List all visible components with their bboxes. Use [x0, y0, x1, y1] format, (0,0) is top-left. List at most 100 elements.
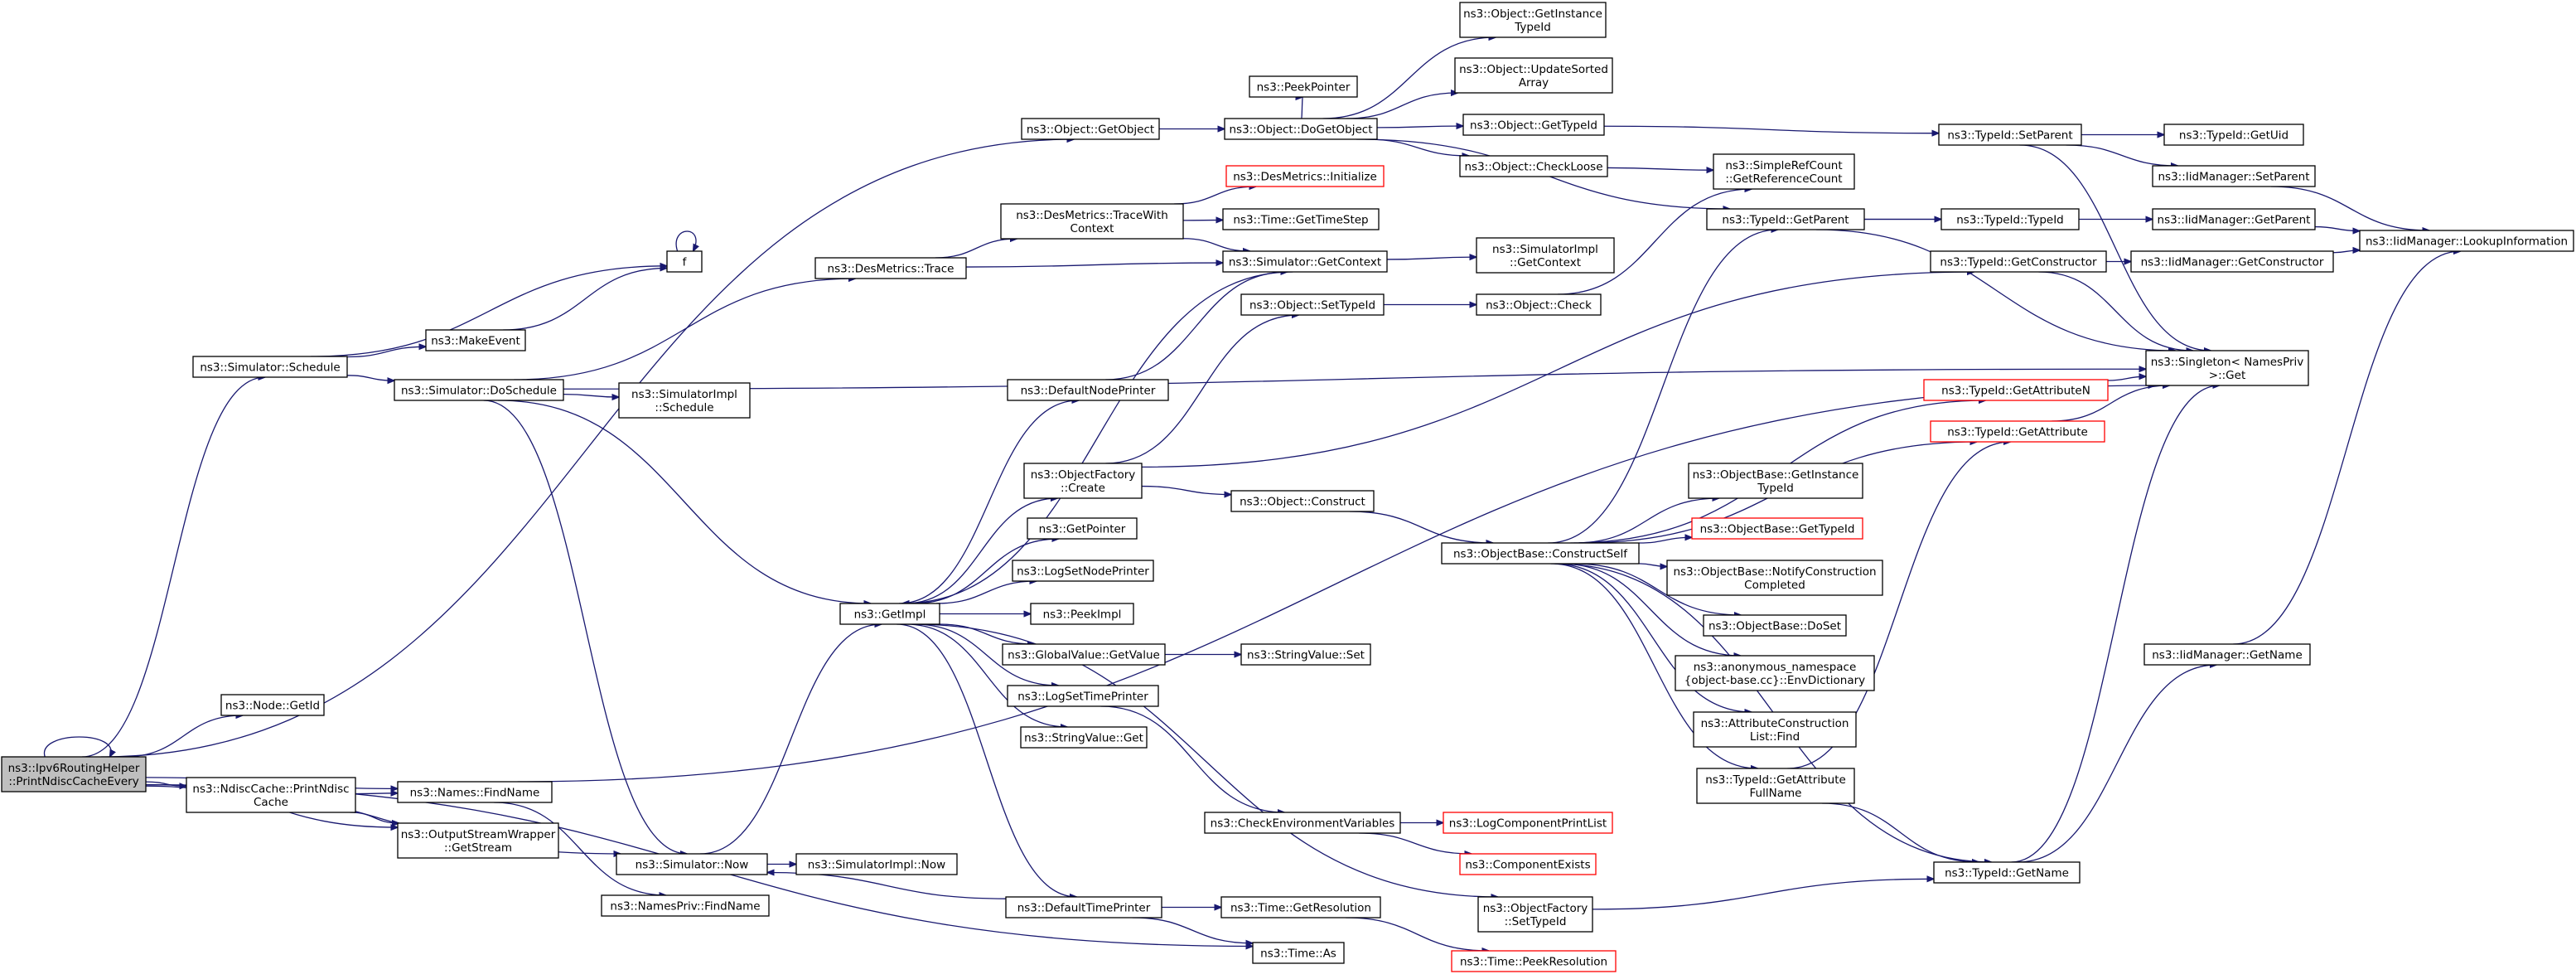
node-box[interactable]: [397, 822, 559, 859]
node-box[interactable]: [1459, 853, 1597, 875]
node-peekpointer[interactable]: ns3::PeekPointer: [1249, 75, 1358, 98]
node-box[interactable]: [2359, 230, 2574, 252]
node-box[interactable]: [1222, 250, 1388, 273]
node-ndisc[interactable]: ns3::NdiscCache::PrintNdiscCache: [186, 777, 356, 813]
node-box[interactable]: [1454, 57, 1613, 94]
node-tgetparent[interactable]: ns3::TypeId::GetParent: [1706, 208, 1865, 230]
node-tgetconstructor[interactable]: ns3::TypeId::GetConstructor: [1930, 250, 2107, 273]
node-box[interactable]: [1675, 655, 1875, 691]
node-findname[interactable]: ns3::Names::FindName: [397, 781, 553, 803]
node-destrace[interactable]: ns3::DesMetrics::Trace: [814, 257, 967, 279]
node-box[interactable]: [1222, 208, 1380, 230]
node-box[interactable]: [795, 853, 958, 875]
node-svset[interactable]: ns3::StringValue::Set: [1240, 643, 1371, 666]
node-box[interactable]: [1923, 379, 2109, 401]
node-box[interactable]: [397, 781, 553, 803]
node-objsettypeid[interactable]: ns3::Object::SetTypeId: [1240, 293, 1385, 316]
node-setparent[interactable]: ns3::TypeId::SetParent: [1938, 124, 2082, 146]
node-defaultnodeprinter[interactable]: ns3::DefaultNodePrinter: [1007, 379, 1169, 401]
node-box[interactable]: [1023, 463, 1143, 499]
node-getimpl[interactable]: ns3::GetImpl: [839, 603, 940, 625]
node-box[interactable]: [1007, 685, 1159, 707]
node-nodegetid[interactable]: ns3::Node::GetId: [220, 694, 325, 716]
node-box[interactable]: [1940, 208, 2080, 230]
node-iidgetname[interactable]: ns3::IidManager::GetName: [2143, 643, 2311, 666]
node-getuid[interactable]: ns3::TypeId::GetUid: [2163, 124, 2304, 146]
node-defaulttimeprinter[interactable]: ns3::DefaultTimePrinter: [1005, 896, 1162, 918]
node-box[interactable]: [1713, 153, 1855, 190]
node-peekimpl[interactable]: ns3::PeekImpl: [1030, 603, 1134, 625]
node-box[interactable]: [1459, 155, 1608, 177]
node-namesprivfind[interactable]: ns3::NamesPriv::FindName: [601, 894, 770, 917]
node-svget[interactable]: ns3::StringValue::Get: [1020, 726, 1148, 749]
node-box[interactable]: [1696, 768, 1855, 804]
node-box[interactable]: [1005, 896, 1162, 918]
node-box[interactable]: [1451, 950, 1617, 972]
node-box[interactable]: [1027, 517, 1138, 540]
node-gettimeresolution[interactable]: ns3::Time::GetResolution: [1220, 896, 1381, 918]
node-objfactorycreate[interactable]: ns3::ObjectFactory::Create: [1023, 463, 1143, 499]
node-tgetattributen[interactable]: ns3::TypeId::GetAttributeN: [1923, 379, 2109, 401]
node-doschedule[interactable]: ns3::Simulator::DoSchedule: [394, 379, 564, 401]
node-logsettimeprinter[interactable]: ns3::LogSetTimePrinter: [1007, 685, 1159, 707]
node-getobject[interactable]: ns3::Object::GetObject: [1021, 118, 1160, 140]
node-objcheck[interactable]: ns3::Object::Check: [1476, 293, 1602, 316]
node-f[interactable]: f: [666, 250, 703, 273]
node-box[interactable]: [1007, 379, 1169, 401]
node-box[interactable]: [2152, 165, 2316, 187]
node-box[interactable]: [1476, 293, 1602, 316]
node-notifyconstruction[interactable]: ns3::ObjectBase::NotifyConstructionCompl…: [1666, 560, 1883, 596]
node-box[interactable]: [1933, 861, 2081, 884]
node-root[interactable]: ns3::Ipv6RoutingHelper::PrintNdiscCacheE…: [1, 756, 147, 792]
node-box[interactable]: [1230, 490, 1375, 512]
node-dogetobject[interactable]: ns3::Object::DoGetObject: [1224, 118, 1378, 140]
node-box[interactable]: [1441, 542, 1640, 565]
node-box[interactable]: [814, 257, 967, 279]
node-desinit[interactable]: ns3::DesMetrics::Initialize: [1225, 165, 1385, 187]
node-peekresolution[interactable]: ns3::Time::PeekResolution: [1451, 950, 1617, 972]
node-box[interactable]: [394, 379, 564, 401]
node-box[interactable]: [1938, 124, 2082, 146]
node-box[interactable]: [1000, 203, 1184, 240]
node-box[interactable]: [2163, 124, 2304, 146]
node-constructself[interactable]: ns3::ObjectBase::ConstructSelf: [1441, 542, 1640, 565]
node-envdict[interactable]: ns3::anonymous_namespace{object-base.cc}…: [1675, 655, 1875, 691]
node-box[interactable]: [1240, 293, 1385, 316]
node-logsetnodeprinter[interactable]: ns3::LogSetNodePrinter: [1012, 560, 1154, 582]
node-box[interactable]: [192, 356, 348, 378]
node-tgetname[interactable]: ns3::TypeId::GetName: [1933, 861, 2081, 884]
node-box[interactable]: [1012, 560, 1154, 582]
node-box[interactable]: [1020, 726, 1148, 749]
node-box[interactable]: [1691, 517, 1863, 540]
node-objconstruct[interactable]: ns3::Object::Construct: [1230, 490, 1375, 512]
node-obdoset[interactable]: ns3::ObjectBase::DoSet: [1703, 614, 1847, 637]
node-checkenv[interactable]: ns3::CheckEnvironmentVariables: [1204, 812, 1401, 834]
node-box[interactable]: [2152, 208, 2316, 230]
node-lookup[interactable]: ns3::IidManager::LookupInformation: [2359, 230, 2574, 252]
node-gettimestep[interactable]: ns3::Time::GetTimeStep: [1222, 208, 1380, 230]
node-box[interactable]: [1930, 250, 2107, 273]
node-box[interactable]: [1477, 896, 1593, 933]
node-simplerefcount[interactable]: ns3::SimpleRefCount::GetReferenceCount: [1713, 153, 1855, 190]
node-box[interactable]: [1706, 208, 1865, 230]
node-simimplschedule[interactable]: ns3::SimulatorImpl::Schedule: [618, 382, 751, 419]
node-iidsetparent[interactable]: ns3::IidManager::SetParent: [2152, 165, 2316, 187]
node-timeas[interactable]: ns3::Time::As: [1252, 942, 1345, 964]
node-box[interactable]: [1, 756, 147, 792]
node-singleton[interactable]: ns3::Singleton< NamesPriv >::Get: [2145, 350, 2309, 386]
node-box[interactable]: [425, 329, 526, 351]
node-box[interactable]: [1224, 118, 1378, 140]
node-box[interactable]: [1666, 560, 1883, 596]
node-ttypeid[interactable]: ns3::TypeId::TypeId: [1940, 208, 2080, 230]
node-obgettypeid[interactable]: ns3::ObjectBase::GetTypeId: [1691, 517, 1863, 540]
node-box[interactable]: [601, 894, 770, 917]
node-compexists[interactable]: ns3::ComponentExists: [1459, 853, 1597, 875]
node-box[interactable]: [1930, 420, 2105, 443]
node-objgettypeid[interactable]: ns3::Object::GetTypeId: [1462, 114, 1605, 136]
node-iidgetconstructor[interactable]: ns3::IidManager::GetConstructor: [2130, 250, 2334, 273]
